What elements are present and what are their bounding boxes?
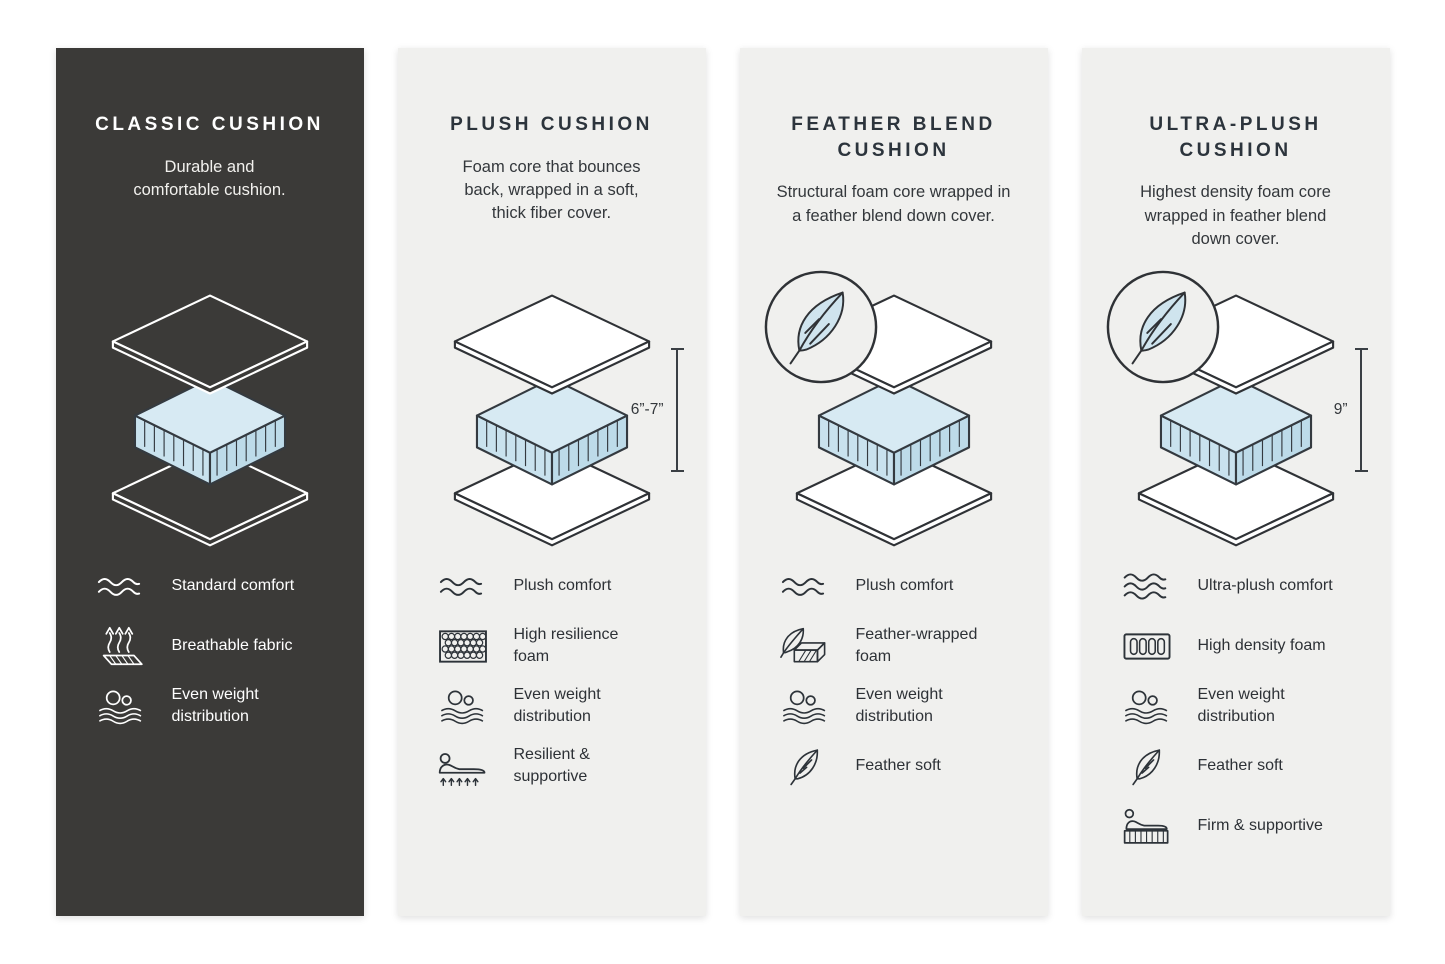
feature-label: High resilience foam <box>513 626 619 665</box>
measurement-line <box>1354 348 1368 472</box>
wave-3-icon <box>1122 571 1172 602</box>
feature-row: Even weight distribution <box>1118 684 1372 728</box>
cushion-illustration <box>740 284 1048 564</box>
feather-circle-icon <box>1104 268 1222 386</box>
feature-row: Breathable fabric <box>92 624 346 668</box>
feature-label: Ultra-plush comfort <box>1197 577 1333 595</box>
weight-distribution-icon <box>437 688 489 725</box>
feature-icon-cell <box>434 628 492 665</box>
feature-label: Resilient & supportive <box>513 746 590 785</box>
panel-feather-blend-cushion: FEATHER BLEND CUSHION Structural foam co… <box>739 48 1048 916</box>
feature-list: Standard comfort Breathable fabric Even … <box>92 564 346 744</box>
feather-circle-icon <box>762 268 880 386</box>
feature-label: Even weight distribution <box>513 686 601 725</box>
feature-row: High density foam <box>1118 624 1372 668</box>
feature-list: Plush comfort Feather-wrapped foam Even … <box>776 564 1030 804</box>
feature-label: Feather soft <box>1197 757 1283 775</box>
feather-icon <box>787 746 823 787</box>
feature-row: High resilience foam <box>434 624 688 668</box>
feature-icon-cell <box>776 746 834 787</box>
feature-icon-cell <box>92 688 150 725</box>
feature-row: Even weight distribution <box>434 684 688 728</box>
height-measurement: 6”-7” <box>631 348 684 472</box>
feature-row: Plush comfort <box>776 564 1030 608</box>
feature-label: Plush comfort <box>855 577 954 595</box>
cushion-comparison-infographic: CLASSIC CUSHION Durable and comfortable … <box>55 48 1390 916</box>
feature-label: Even weight distribution <box>1197 686 1285 725</box>
feature-row: Resilient & supportive <box>434 744 688 788</box>
feature-icon-cell <box>434 688 492 725</box>
cushion-layers-icon <box>104 292 316 548</box>
firm-supportive-icon <box>1121 805 1173 848</box>
feature-row: Feather-wrapped foam <box>776 624 1030 668</box>
cushion-layers-icon <box>446 292 658 548</box>
feature-label: Feather soft <box>855 757 941 775</box>
resilient-supportive-icon <box>436 745 490 788</box>
weight-distribution-icon <box>95 688 147 725</box>
feature-icon-cell <box>1118 630 1176 663</box>
panel-title: CLASSIC CUSHION <box>95 114 324 135</box>
panel-description: Foam core that bounces back, wrapped in … <box>462 157 641 223</box>
wave-icon <box>780 575 830 598</box>
measurement-line <box>670 348 684 472</box>
feature-icon-cell <box>1118 805 1176 848</box>
panel-description: Durable and comfortable cushion. <box>133 157 286 200</box>
feature-icon-cell <box>434 575 492 598</box>
wave-icon <box>96 575 146 598</box>
measurement-label: 9” <box>1333 401 1348 418</box>
feature-label: Standard comfort <box>171 577 295 595</box>
feature-row: Firm & supportive <box>1118 804 1372 848</box>
feature-label: Plush comfort <box>513 577 612 595</box>
feature-icon-cell <box>776 575 834 598</box>
feature-row: Even weight distribution <box>776 684 1030 728</box>
cushion-illustration <box>56 284 364 564</box>
panel-ultra-plush-cushion: ULTRA-PLUSH CUSHION Highest density foam… <box>1081 48 1390 916</box>
feature-icon-cell <box>776 626 834 667</box>
height-measurement: 9” <box>1334 348 1368 472</box>
weight-distribution-icon <box>1121 688 1173 725</box>
feature-icon-cell <box>434 745 492 788</box>
panel-title: FEATHER BLEND CUSHION <box>791 114 996 161</box>
feature-row: Feather soft <box>776 744 1030 788</box>
resilience-foam-icon <box>437 628 489 665</box>
breathable-fabric-icon <box>95 625 147 667</box>
panel-description: Structural foam core wrapped in a feathe… <box>776 183 1011 225</box>
panel-title: ULTRA-PLUSH CUSHION <box>1149 114 1322 161</box>
feature-label: Even weight distribution <box>171 686 259 725</box>
feature-row: Even weight distribution <box>92 684 346 728</box>
feature-icon-cell <box>1118 746 1176 787</box>
feature-label: High density foam <box>1197 637 1326 655</box>
feature-row: Ultra-plush comfort <box>1118 564 1372 608</box>
cushion-illustration: 9” <box>1082 284 1390 564</box>
feature-label: Firm & supportive <box>1197 817 1323 835</box>
feature-label: Breathable fabric <box>171 637 293 655</box>
feature-label: Feather-wrapped foam <box>855 626 978 665</box>
measurement-label: 6”-7” <box>630 401 664 418</box>
density-foam-icon <box>1121 630 1173 663</box>
feature-icon-cell <box>92 575 150 598</box>
feature-icon-cell <box>1118 688 1176 725</box>
panel-classic-cushion: CLASSIC CUSHION Durable and comfortable … <box>55 48 364 916</box>
weight-distribution-icon <box>779 688 831 725</box>
feature-label: Even weight distribution <box>855 686 943 725</box>
feature-row: Standard comfort <box>92 564 346 608</box>
wave-icon <box>438 575 488 598</box>
feather-wrapped-foam-icon <box>778 626 832 667</box>
feature-icon-cell <box>1118 571 1176 602</box>
feature-icon-cell <box>776 688 834 725</box>
feature-row: Feather soft <box>1118 744 1372 788</box>
panel-title: PLUSH CUSHION <box>450 114 653 135</box>
feature-row: Plush comfort <box>434 564 688 608</box>
feather-icon <box>1129 746 1165 787</box>
panel-plush-cushion: PLUSH CUSHION Foam core that bounces bac… <box>397 48 706 916</box>
panel-description: Highest density foam core wrapped in fea… <box>1140 183 1331 249</box>
feature-list: Plush comfort High resilience foam Even … <box>434 564 688 804</box>
cushion-illustration: 6”-7” <box>398 284 706 564</box>
feature-list: Ultra-plush comfort High density foam Ev… <box>1118 564 1372 864</box>
feature-icon-cell <box>92 625 150 667</box>
